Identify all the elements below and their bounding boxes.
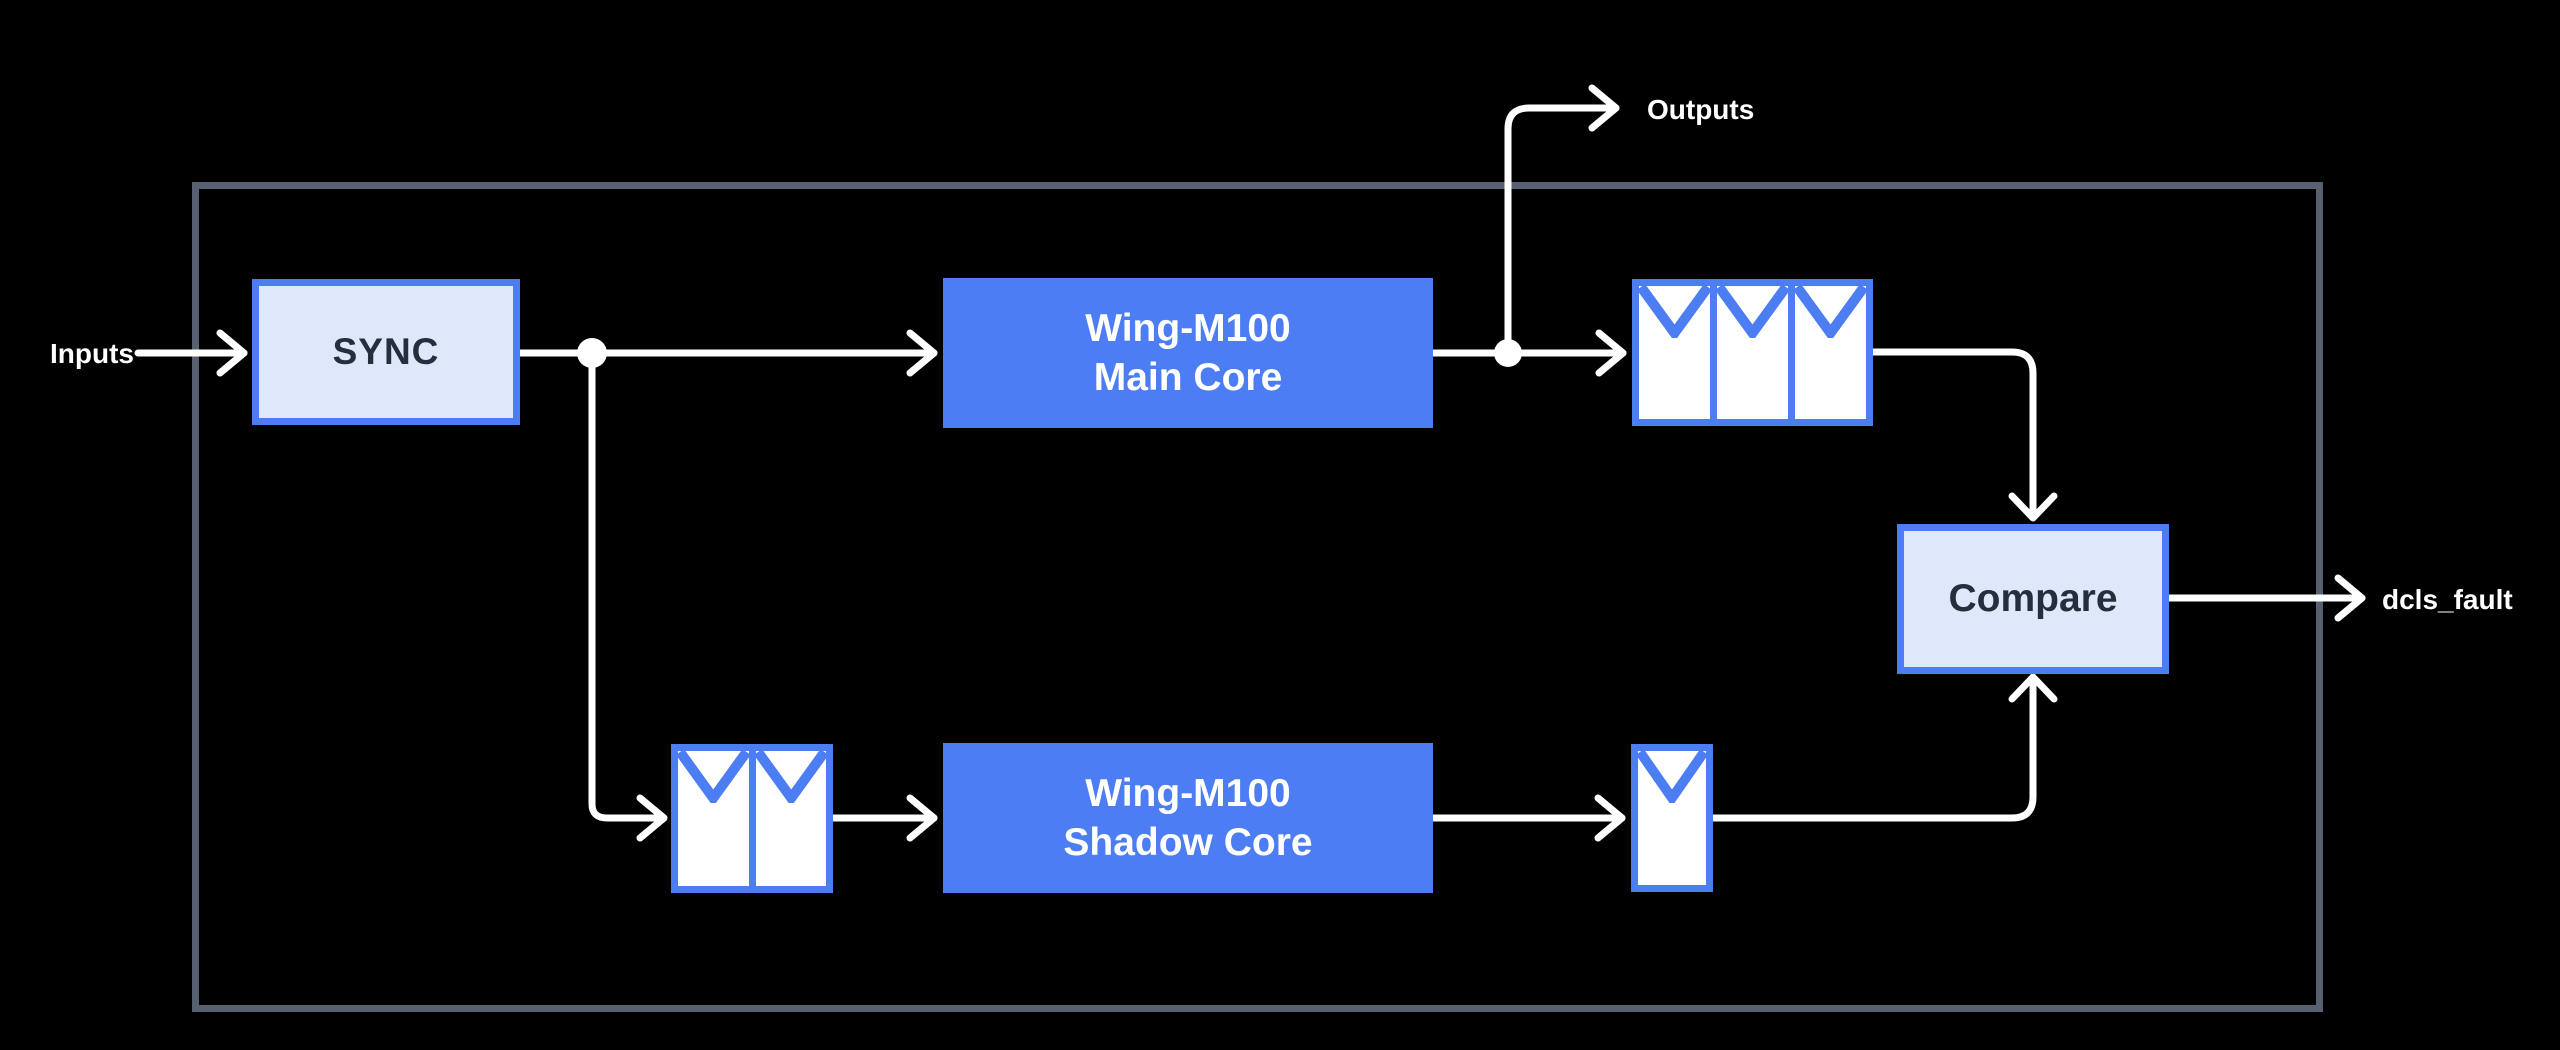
arrowhead-main-core-to-delay <box>1595 329 1627 377</box>
arrowhead-dcls-fault <box>2334 574 2366 622</box>
register-stage-cell <box>1795 286 1866 419</box>
register-stage-cell <box>755 751 826 886</box>
sync-block: SYNC <box>252 279 520 425</box>
compare-label: Compare <box>1948 577 2118 620</box>
arrowhead-inputs <box>216 329 248 377</box>
delay-register-shadow-input <box>671 744 833 893</box>
shadow-core-block: Wing-M100 Shadow Core <box>943 743 1433 893</box>
wire-delay-to-compare-top <box>1869 348 2037 521</box>
clock-chevron-icon <box>1639 286 1710 338</box>
main-core-label-line1: Wing-M100 <box>1085 307 1291 350</box>
delay-register-shadow-output <box>1631 744 1713 892</box>
clock-chevron-icon <box>678 751 749 803</box>
clock-chevron-icon <box>1795 286 1866 338</box>
inputs-label: Inputs <box>50 338 134 369</box>
arrowhead-compare-top <box>2008 492 2058 522</box>
shadow-core-label-line1: Wing-M100 <box>1085 772 1291 815</box>
arrowhead-compare-bottom <box>2008 673 2058 703</box>
compare-block: Compare <box>1897 524 2169 674</box>
register-stage-cell <box>1639 286 1710 419</box>
main-core-block: Wing-M100 Main Core <box>943 278 1433 428</box>
arrowhead-outputs <box>1588 84 1620 132</box>
outputs-label: Outputs <box>1647 94 1755 125</box>
register-stage-cell <box>1638 751 1706 885</box>
wire-outputs <box>1504 104 1620 357</box>
sync-label: SYNC <box>332 331 440 372</box>
wire-delay-to-compare-bottom <box>1709 674 2037 822</box>
arrowhead-sync-to-main-core <box>906 329 938 377</box>
delay-register-main-output <box>1632 279 1873 426</box>
wire-branch-to-shadow <box>588 349 666 822</box>
register-stage-cell <box>678 751 749 886</box>
clock-chevron-icon <box>1717 286 1788 338</box>
arrowhead-delay-to-shadow-core <box>906 794 938 842</box>
clock-chevron-icon <box>755 751 826 803</box>
register-stage-cell <box>1717 286 1788 419</box>
dcls-fault-label: dcls_fault <box>2382 584 2513 615</box>
main-core-label-line2: Main Core <box>1093 356 1283 399</box>
shadow-core-label-line2: Shadow Core <box>1063 821 1313 864</box>
clock-chevron-icon <box>1638 751 1706 803</box>
arrowhead-shadow-core-to-delay <box>1594 794 1626 842</box>
arrowhead-branch-to-shadow <box>636 794 668 842</box>
